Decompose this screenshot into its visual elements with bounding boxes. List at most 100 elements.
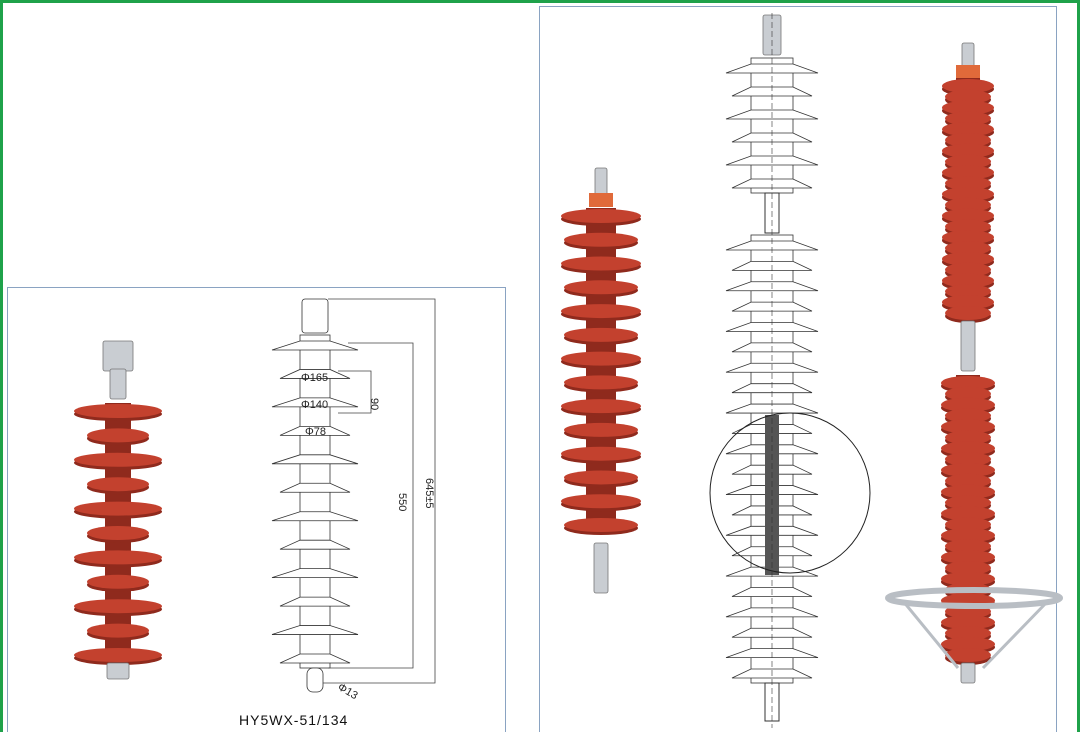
shed (941, 550, 995, 565)
shed (74, 599, 162, 614)
shed (945, 176, 991, 191)
shed (941, 397, 995, 412)
shed (564, 470, 638, 485)
shed (942, 100, 994, 115)
drawing-shed (731, 178, 813, 189)
grading-ring (885, 587, 1063, 609)
shed (945, 89, 991, 104)
shed (564, 422, 638, 437)
shed (941, 376, 995, 390)
arrester-photo-left (74, 340, 162, 680)
shed (941, 419, 995, 434)
left-panel (7, 287, 506, 732)
shed (945, 473, 991, 488)
shed (87, 526, 149, 540)
shed (942, 208, 994, 223)
shed (941, 463, 995, 478)
drawing-shed (731, 86, 813, 97)
shed (87, 477, 149, 492)
model-label: HY5WX-51/134 (239, 712, 349, 728)
detail-circle (709, 412, 871, 574)
shed (945, 241, 991, 256)
shed (942, 295, 994, 310)
shed (945, 539, 991, 554)
shed (941, 441, 995, 456)
shed (945, 626, 991, 641)
shed (561, 399, 641, 414)
shed (74, 501, 162, 516)
shed (945, 386, 991, 401)
shed (74, 404, 162, 418)
shed (941, 571, 995, 586)
arrester-illustrations: Φ165 Φ140 Φ78 90 550 645±5 Φ13 (74, 13, 1063, 728)
shed (945, 648, 991, 662)
drawing-shed (279, 369, 351, 379)
bottom-terminal (106, 662, 130, 680)
dim-insulated-length: 550 (396, 493, 408, 511)
shed (561, 304, 641, 319)
drawing-shed (271, 397, 359, 408)
shed (561, 446, 641, 461)
shed (87, 623, 149, 638)
shed (564, 327, 638, 342)
shed (87, 574, 149, 589)
arrester-drawing-middle (709, 13, 871, 728)
drawing-shed (279, 425, 351, 436)
shed (942, 230, 994, 245)
dim-total-length: 645±5 (423, 478, 435, 509)
top-cap (589, 193, 613, 207)
shed (942, 165, 994, 180)
drawing-shed (725, 240, 819, 251)
shed (945, 495, 991, 510)
shed (564, 518, 638, 532)
drawing-shed (271, 511, 359, 522)
shed (945, 452, 991, 467)
arrester-photo-middle (561, 167, 641, 594)
drawing-core (299, 334, 331, 669)
arrester-drawing-left (271, 298, 436, 693)
drawing-shed (731, 383, 813, 394)
shed (945, 284, 991, 299)
arrester-photo-right (885, 42, 1063, 684)
drawing-shed (271, 454, 359, 465)
shed (942, 122, 994, 137)
drawing-shed (731, 132, 813, 143)
drawing-shed (279, 653, 351, 664)
right-panel (539, 6, 1057, 732)
shed (942, 273, 994, 288)
shed (941, 637, 995, 652)
drawing-shed (271, 568, 359, 579)
shed (942, 79, 994, 93)
shed (942, 251, 994, 266)
shed (564, 375, 638, 390)
dim-shed-small: Φ140 (301, 399, 328, 411)
shed (945, 262, 991, 277)
shed (945, 219, 991, 234)
top-terminal (961, 42, 975, 69)
shed (74, 550, 162, 565)
top-terminal (102, 340, 134, 372)
dimension-leaders (323, 298, 436, 684)
bottom-eye (306, 667, 324, 693)
shed (564, 232, 638, 247)
dim-shed-large: Φ165 (301, 372, 328, 384)
shed (564, 280, 638, 295)
top-clevis (301, 298, 329, 334)
shed (941, 615, 995, 630)
drawing-shed (271, 340, 359, 351)
shed (945, 111, 991, 126)
bottom-terminal (960, 662, 976, 684)
shed (945, 430, 991, 445)
middle-coupling (960, 320, 976, 372)
shed (945, 133, 991, 148)
shed (945, 197, 991, 212)
shed (561, 209, 641, 223)
shed (74, 648, 162, 662)
shed (941, 528, 995, 543)
drawing-shed (279, 539, 351, 550)
top-stud (109, 368, 127, 400)
dim-pitch: 90 (368, 398, 380, 410)
shed (942, 143, 994, 158)
shed (945, 408, 991, 423)
drawing-shed (725, 322, 819, 332)
